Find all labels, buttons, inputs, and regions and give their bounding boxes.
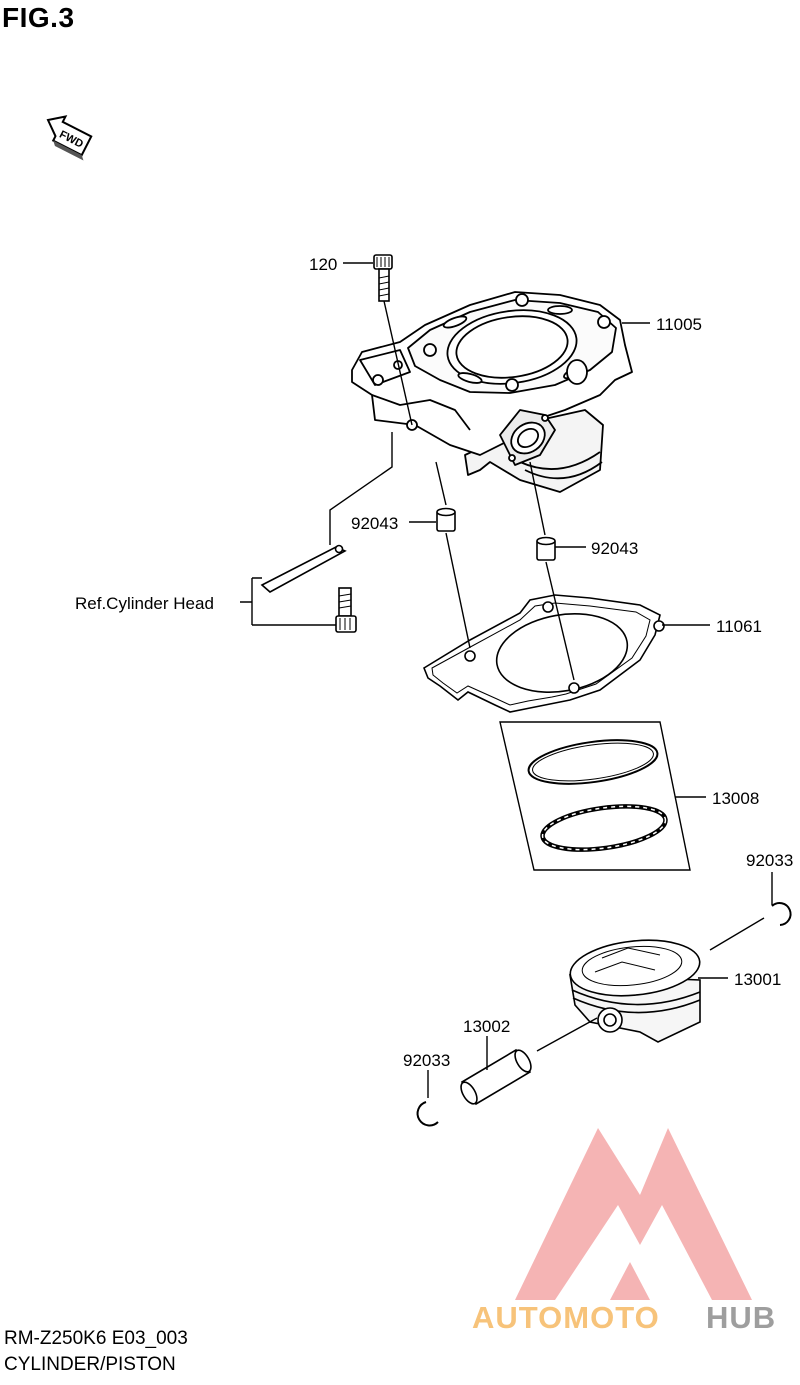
fwd-arrow-icon: FWD: [46, 115, 93, 161]
diagram-name: CYLINDER/PISTON: [4, 1354, 176, 1375]
head-bracket: [260, 544, 357, 633]
callout-dowel-right: 92043: [591, 539, 638, 558]
watermark-text-a: AUTOMOTO: [472, 1300, 660, 1335]
callout-piston: 13001: [734, 970, 781, 989]
piston-pin: [460, 1048, 532, 1106]
diagram-code: RM-Z250K6 E03_003: [4, 1328, 188, 1349]
callout-pin: 13002: [463, 1017, 510, 1036]
dowel-pin-right: [536, 536, 556, 561]
watermark-logo: [515, 1128, 752, 1300]
callout-bolt: 120: [309, 255, 337, 274]
dowel-pin-left: [436, 507, 456, 532]
cylinder-bolt: [373, 254, 393, 302]
leader-lines: [240, 262, 773, 1098]
figure-title: FIG.3: [2, 2, 75, 33]
circlip-right: [771, 902, 792, 926]
base-gasket: [423, 594, 665, 713]
callout-dowel-left: 92043: [351, 514, 398, 533]
callout-clip-right: 92033: [746, 851, 793, 870]
piston-ring-set: [499, 721, 691, 871]
callout-gasket: 11061: [716, 617, 762, 636]
callout-cylinder: 11005: [656, 315, 702, 334]
circlip-left: [416, 1101, 439, 1127]
callout-ref-head: Ref.Cylinder Head: [75, 594, 214, 613]
watermark-text-b: HUB: [706, 1300, 776, 1335]
piston: [569, 939, 701, 1043]
cylinder-block: [351, 291, 633, 493]
callout-clip-left: 92033: [403, 1051, 450, 1070]
callout-rings: 13008: [712, 789, 759, 808]
